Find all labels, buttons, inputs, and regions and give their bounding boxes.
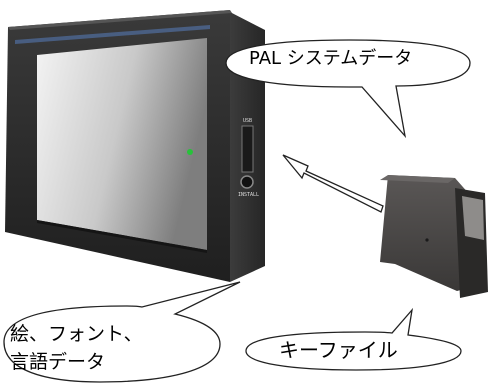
usb-port[interactable] bbox=[241, 125, 254, 173]
screen-bottom-frame bbox=[37, 220, 207, 253]
callout-picture-font-line1: 絵、フォント、 bbox=[10, 323, 143, 345]
callout-picture-font-language-text: 絵、フォント、 言語データ bbox=[10, 320, 170, 376]
key-body bbox=[380, 175, 470, 291]
key-end-cap-highlight bbox=[462, 196, 484, 240]
key-top-face bbox=[380, 175, 455, 183]
callout-pal-bubble bbox=[225, 39, 471, 139]
status-led bbox=[187, 149, 193, 155]
callout-pal-system-data-text: PAL システムデータ bbox=[249, 48, 413, 69]
device-screen bbox=[37, 38, 207, 250]
callout-picture-font-bubble bbox=[3, 281, 241, 383]
callout-picture-font-line2: 言語データ bbox=[10, 351, 106, 373]
install-button[interactable] bbox=[240, 175, 254, 189]
device-top-edge bbox=[8, 10, 232, 30]
usb-port-label: USB bbox=[243, 118, 252, 124]
key-device bbox=[380, 175, 488, 298]
install-button-label: INSTALL bbox=[238, 192, 259, 198]
callout-key-file-text: キーファイル bbox=[279, 338, 398, 362]
callout-key-file-bubble bbox=[245, 307, 462, 371]
key-hole bbox=[425, 238, 429, 242]
insert-arrow bbox=[282, 154, 384, 213]
device-accent-stripe bbox=[15, 25, 210, 44]
